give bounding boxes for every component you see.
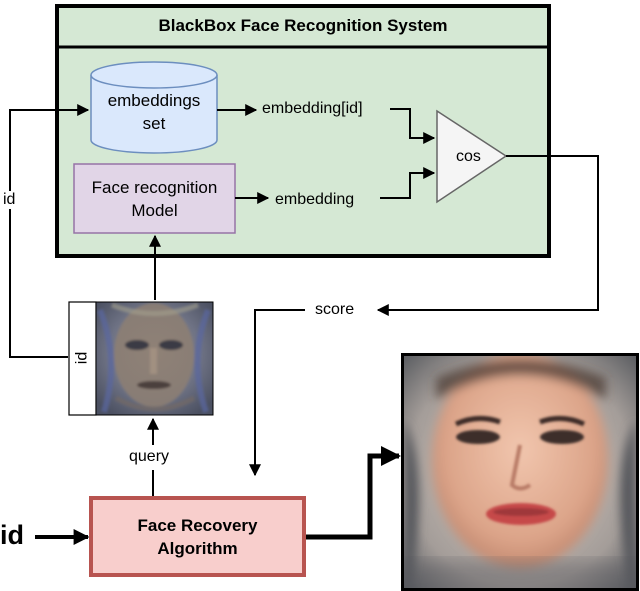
face-recognition-model-label: Face recognition Model bbox=[74, 164, 235, 233]
arrow-embedding-to-cos bbox=[380, 167, 436, 199]
embeddings-database-label-line2: set bbox=[142, 114, 166, 133]
face-recovery-algorithm-label: Face Recovery Algorithm bbox=[91, 498, 304, 575]
face-recovery-algorithm-label-line1: Face Recovery bbox=[137, 515, 258, 535]
face-recognition-model-label-line2: Model bbox=[131, 200, 178, 220]
query-id-tag-label: id bbox=[73, 351, 91, 365]
face-recognition-model bbox=[73, 163, 236, 234]
embeddings-database-label-line1: embeddings bbox=[107, 91, 201, 110]
system-title: BlackBox Face Recognition System bbox=[158, 16, 448, 35]
cos-label: cos bbox=[456, 148, 481, 165]
arrow-embedding-id-to-cos bbox=[390, 108, 436, 144]
embedding-label: embedding bbox=[275, 191, 355, 208]
arrow-algorithm-to-reconstruction bbox=[305, 446, 401, 540]
id-left-label: id bbox=[3, 191, 16, 209]
input-id-label: id bbox=[0, 520, 24, 550]
face-recovery-algorithm bbox=[89, 496, 306, 577]
score-label: score bbox=[315, 301, 355, 318]
face-recovery-algorithm-label-line2: Algorithm bbox=[157, 538, 238, 558]
arrow-score-to-algorithm bbox=[249, 309, 305, 477]
query-id-tag bbox=[68, 301, 97, 416]
embeddings-database bbox=[90, 61, 218, 154]
embedding-id-label: embedding[id] bbox=[262, 100, 363, 117]
query-label: query bbox=[129, 448, 170, 465]
arrow-cos-to-score bbox=[376, 155, 599, 316]
embeddings-database-label: embeddings set bbox=[91, 86, 217, 138]
reconstructed-face-image bbox=[404, 356, 636, 588]
query-face-image bbox=[96, 302, 213, 415]
face-recognition-model-label-line1: Face recognition bbox=[91, 177, 218, 197]
cos-comparator bbox=[436, 109, 508, 204]
arrow-id-to-database bbox=[9, 104, 90, 358]
